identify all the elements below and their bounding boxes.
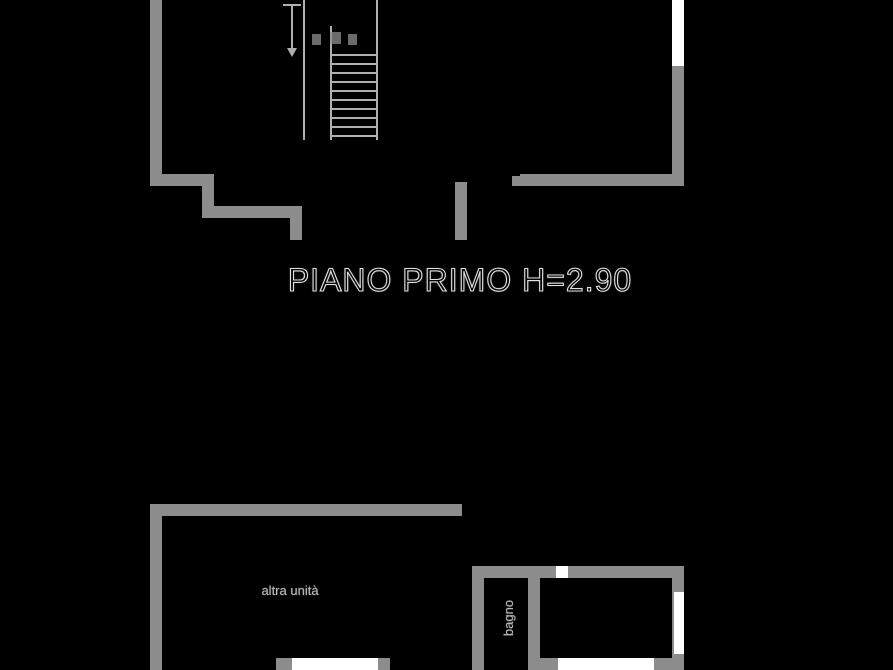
wall-opening-jamb: [290, 206, 302, 240]
stair-annotation-mark: [330, 32, 341, 44]
window-segment: [292, 658, 378, 670]
stair-direction-arrow-head: [287, 48, 297, 57]
wall-top-lower: [150, 504, 462, 516]
floor-title: PIANO PRIMO H=2.90: [287, 261, 633, 298]
other-unit-label: altra unità: [261, 583, 319, 598]
wall-segment: [202, 206, 302, 218]
stair-edge-right: [376, 0, 378, 140]
window-jamb: [540, 658, 558, 670]
wall-opening-jamb: [455, 182, 467, 240]
stair-direction-arrow-shaft: [291, 6, 293, 48]
wall-left-lower: [150, 504, 162, 670]
stair-start-tick: [283, 4, 301, 6]
wall-right-upper-white: [672, 0, 684, 66]
bathroom-wall-left: [472, 566, 484, 670]
wall-segment: [520, 174, 684, 186]
wall-left-upper: [150, 0, 162, 184]
door-jamb-white: [556, 566, 568, 578]
stair-annotation-mark: [312, 34, 321, 45]
bathroom-label: bagno: [501, 599, 516, 637]
window-jamb: [654, 658, 672, 670]
stair-annotation-mark: [348, 34, 357, 45]
wall-right-lower-white: [674, 592, 684, 654]
window-jamb: [378, 658, 390, 670]
staircase-treads: [330, 54, 378, 140]
door-jamb: [512, 176, 521, 186]
wall-right-upper: [672, 58, 684, 186]
wall-segment: [150, 174, 214, 186]
stair-side-line: [303, 0, 305, 140]
wall-segment: [472, 566, 684, 578]
bathroom-wall-right: [528, 578, 540, 670]
window-jamb: [276, 658, 292, 670]
stair-edge-left: [330, 26, 332, 140]
window-segment: [558, 658, 654, 670]
